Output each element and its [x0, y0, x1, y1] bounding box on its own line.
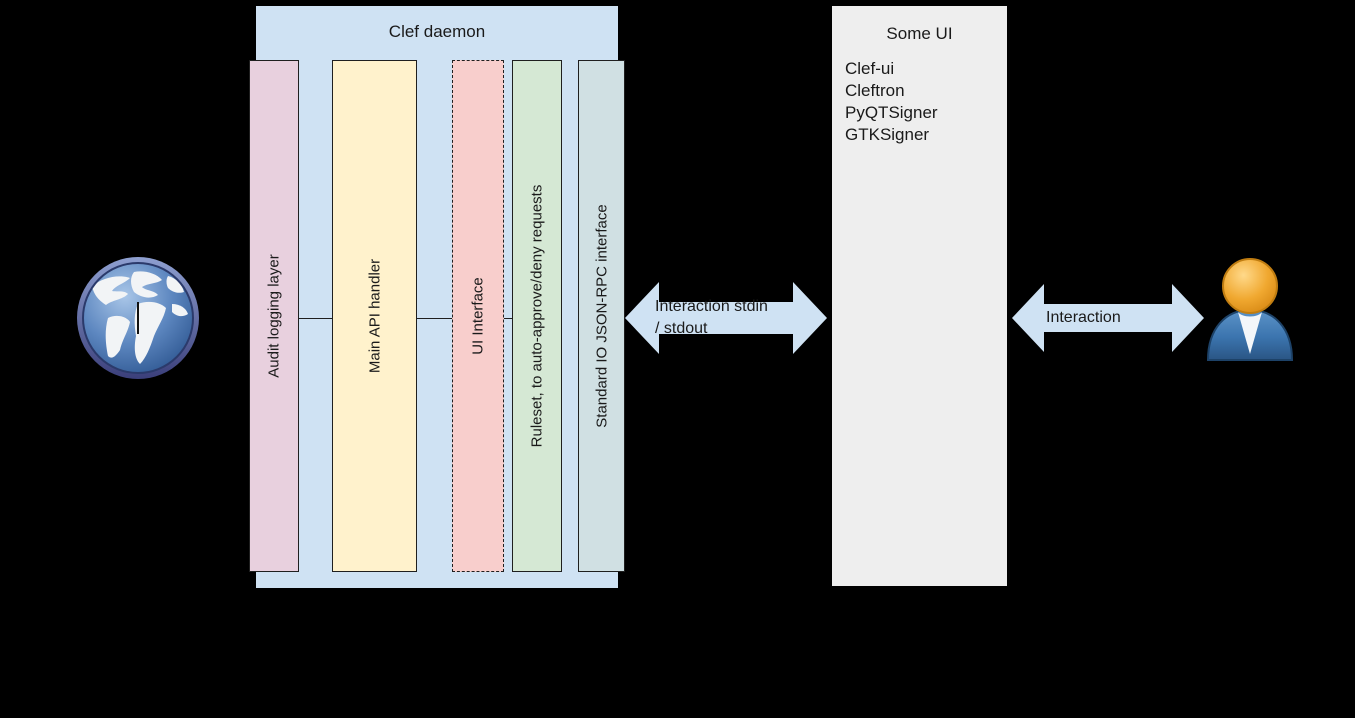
- layer-main-api-handler: Main API handler: [332, 60, 417, 572]
- user-arrow: Interaction: [1012, 280, 1204, 356]
- some-ui-list: Clef-ui Cleftron PyQTSigner GTKSigner: [845, 58, 938, 146]
- connector-ui-ruleset: [503, 318, 513, 319]
- globe-icon: [72, 252, 204, 384]
- layer-ruleset-label: Ruleset, to auto-approve/deny requests: [528, 184, 546, 448]
- clef-daemon-panel: Clef daemon: [256, 6, 618, 588]
- list-item: Cleftron: [845, 81, 905, 100]
- list-item: GTKSigner: [845, 125, 930, 144]
- list-item: Clef-ui: [845, 59, 895, 78]
- layer-ruleset: Ruleset, to auto-approve/deny requests: [512, 60, 562, 572]
- connector-audit-api: [298, 318, 333, 319]
- some-ui-panel: Some UI Clef-ui Cleftron PyQTSigner GTKS…: [832, 6, 1007, 586]
- user-icon: [1200, 254, 1300, 364]
- stdio-arrow-label: Interaction stdin / stdout: [655, 298, 768, 337]
- clef-daemon-title: Clef daemon: [388, 22, 486, 41]
- layer-stdio-jsonrpc: Standard IO JSON-RPC interface: [578, 60, 625, 572]
- layer-stdio-jsonrpc-label: Standard IO JSON-RPC interface: [593, 204, 610, 428]
- list-item: PyQTSigner: [845, 103, 938, 122]
- layer-main-api-handler-label: Main API handler: [366, 258, 383, 374]
- layer-ui-interface-label: UI Interface: [469, 277, 487, 355]
- layer-audit-logging: Audit logging layer: [249, 60, 299, 572]
- connector-api-ui: [416, 318, 453, 319]
- layer-ui-interface: UI Interface: [452, 60, 504, 572]
- some-ui-title: Some UI: [886, 24, 953, 43]
- user-arrow-label: Interaction: [1046, 309, 1121, 326]
- stdio-arrow: Interaction stdin / stdout: [625, 276, 827, 360]
- layer-audit-logging-label: Audit logging layer: [265, 254, 283, 378]
